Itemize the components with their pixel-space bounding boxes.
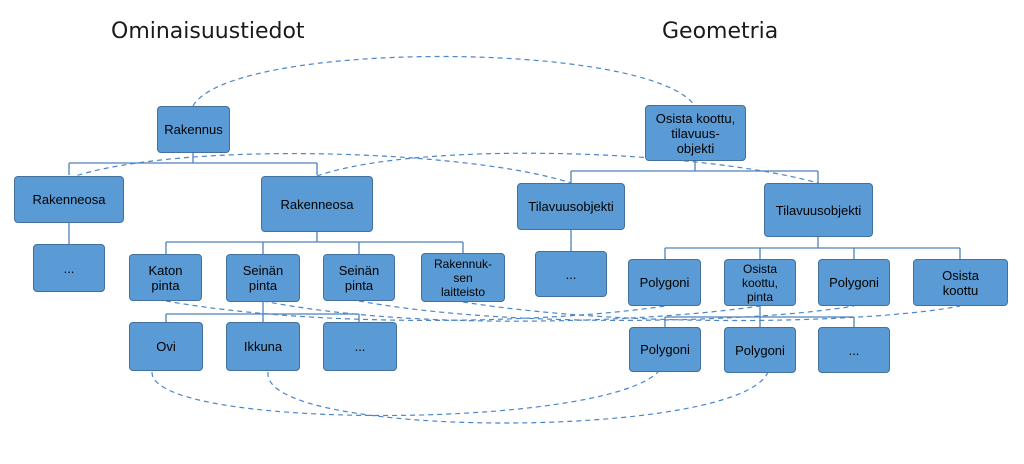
node-seinan-pinta-1[interactable]: Seinän pinta bbox=[226, 254, 300, 302]
node-osista-koottu-pinta[interactable]: Osista koottu, pinta bbox=[724, 259, 796, 306]
node-ovi[interactable]: Ovi bbox=[129, 322, 203, 371]
association-rakenneosa-tilavuusobjekti-2 bbox=[316, 152, 819, 184]
node-polygoni-1[interactable]: Polygoni bbox=[628, 259, 701, 306]
node-ikkuna[interactable]: Ikkuna bbox=[226, 322, 300, 371]
node-ellipsis-geom-1[interactable]: ... bbox=[535, 251, 607, 297]
node-ellipsis-geom-2[interactable]: ... bbox=[818, 327, 890, 373]
node-rakenneosa-right[interactable]: Rakenneosa bbox=[261, 176, 373, 232]
node-rakennus[interactable]: Rakennus bbox=[157, 106, 230, 153]
association-rakenneosa-tilavuusobjekti-1 bbox=[68, 153, 572, 184]
node-polygoni-4[interactable]: Polygoni bbox=[724, 327, 796, 373]
node-rakenneosa-left[interactable]: Rakenneosa bbox=[14, 176, 124, 223]
node-seinan-pinta-2[interactable]: Seinän pinta bbox=[323, 254, 395, 301]
tree-connector-osista-koottu-tilavuusobjekti bbox=[570, 161, 819, 183]
node-tilavuusobjekti-left[interactable]: Tilavuusobjekti bbox=[517, 183, 625, 230]
node-ellipsis-mid[interactable]: ... bbox=[323, 322, 397, 371]
node-katon-pinta[interactable]: Katon pinta bbox=[129, 254, 202, 301]
tree-connector-rakenneosa-right bbox=[165, 232, 464, 254]
node-ellipsis-left[interactable]: ... bbox=[33, 244, 105, 292]
node-polygoni-3[interactable]: Polygoni bbox=[629, 327, 701, 372]
association-laitteisto-osista-koottu bbox=[462, 301, 961, 322]
tree-connector-seinan-pinta bbox=[165, 302, 360, 322]
association-ovi-polygoni bbox=[151, 371, 659, 417]
node-rakennuksen-laitteisto[interactable]: Rakennuk- sen laitteisto bbox=[421, 253, 505, 302]
tree-connector-rakennus bbox=[68, 153, 318, 175]
association-ikkuna-polygoni bbox=[267, 371, 769, 424]
association-katon-pinta-polygoni bbox=[165, 300, 666, 321]
tree-connector-tilavuusobjekti-right bbox=[664, 237, 961, 259]
association-rakennus-osista-koottu bbox=[192, 55, 696, 107]
node-osista-koottu[interactable]: Osista koottu bbox=[913, 259, 1008, 306]
node-osista-koottu-tilavuusobjekti[interactable]: Osista koottu, tilavuus- objekti bbox=[645, 105, 746, 161]
node-polygoni-2[interactable]: Polygoni bbox=[818, 259, 890, 306]
tree-connector-osista-koottu-pinta bbox=[664, 306, 855, 327]
node-tilavuusobjekti-right[interactable]: Tilavuusobjekti bbox=[764, 183, 873, 237]
association-seinan-pinta-polygoni bbox=[358, 300, 855, 321]
heading-geometry: Geometria bbox=[662, 19, 779, 44]
heading-attributes: Ominaisuustiedot bbox=[111, 19, 305, 44]
